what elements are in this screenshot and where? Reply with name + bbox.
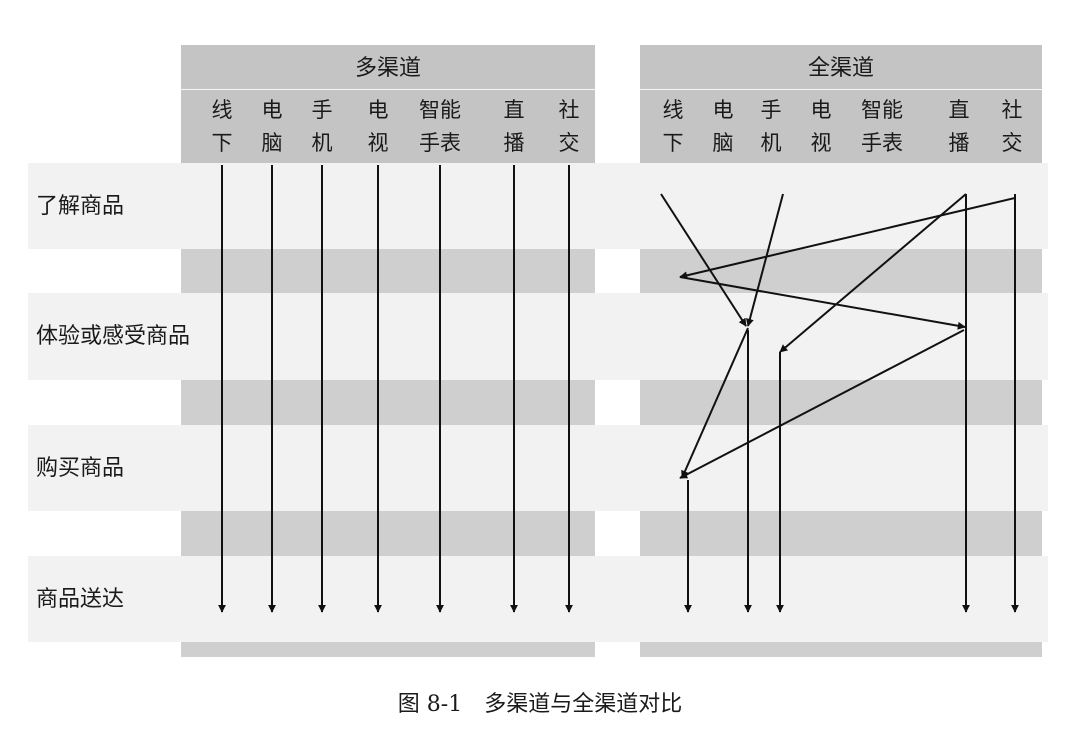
multi-col-livestream: 直 播 bbox=[503, 98, 525, 155]
figure-caption: 图 8-1 多渠道与全渠道对比 bbox=[397, 692, 683, 717]
multi-col-offline: 线 下 bbox=[211, 98, 233, 155]
stage-label-understand: 了解商品 bbox=[36, 194, 125, 219]
multi-channel-header bbox=[181, 45, 595, 163]
omni-arrow-livestream-to-tv bbox=[779, 193, 967, 353]
omni-arrow-livestream-to-offline bbox=[679, 329, 965, 479]
stage-row-delivery bbox=[28, 556, 1048, 642]
omni-col-phone: 手 机 bbox=[760, 98, 782, 155]
multi-channel-title: 多渠道 bbox=[354, 56, 421, 81]
multi-channel-title-divider bbox=[181, 89, 595, 90]
omni-channel-header bbox=[640, 45, 1042, 163]
omni-col-computer: 电 脑 bbox=[712, 98, 734, 155]
multi-col-smartwatch: 智能 手表 bbox=[419, 98, 461, 155]
omni-col-smartwatch: 智能 手表 bbox=[861, 98, 903, 155]
stage-row-understand bbox=[28, 163, 1048, 249]
multi-col-social: 社 交 bbox=[558, 98, 580, 155]
stage-row-purchase bbox=[28, 425, 1048, 511]
stage-label-delivery: 商品送达 bbox=[36, 587, 125, 612]
stage-label-experience: 体验或感受商品 bbox=[36, 324, 191, 349]
omni-arrow-offline-to-computer bbox=[660, 193, 747, 327]
multi-col-computer: 电 脑 bbox=[261, 98, 283, 155]
omni-col-livestream: 直 播 bbox=[948, 98, 970, 155]
omni-arrow-computer-to-offline bbox=[681, 327, 749, 479]
omni-col-social: 社 交 bbox=[1001, 98, 1023, 155]
omni-arrow-phone-to-computer bbox=[745, 193, 784, 327]
stage-label-purchase: 购买商品 bbox=[36, 456, 125, 481]
omni-arrow-offline-to-livestream bbox=[679, 276, 966, 330]
omni-col-tv: 电 视 bbox=[810, 98, 832, 155]
omni-channel-title-divider bbox=[640, 89, 1042, 90]
multi-col-tv: 电 视 bbox=[367, 98, 389, 155]
omni-channel-title: 全渠道 bbox=[807, 56, 874, 81]
multi-col-phone: 手 机 bbox=[311, 98, 333, 155]
omni-arrow-social-to-offline bbox=[679, 194, 1016, 280]
stage-row-experience bbox=[28, 293, 1048, 380]
omni-col-offline: 线 下 bbox=[662, 98, 684, 155]
